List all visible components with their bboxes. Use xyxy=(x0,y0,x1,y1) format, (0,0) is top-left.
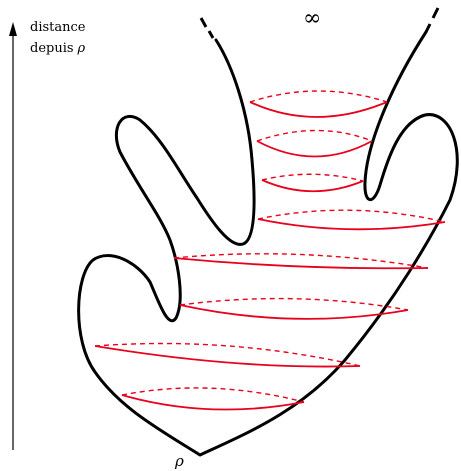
left-stem-continuation xyxy=(199,17,215,39)
level-curve-back-6 xyxy=(179,297,409,311)
level-curve-5 xyxy=(173,257,429,270)
level-curve-back-1 xyxy=(249,90,388,103)
level-curves-solid xyxy=(94,101,446,411)
level-curve-7 xyxy=(94,345,361,368)
level-curve-back-8 xyxy=(121,387,305,403)
level-curve-2 xyxy=(256,140,373,158)
level-curve-back-4 xyxy=(257,209,446,223)
base-point-label: ρ xyxy=(175,452,184,470)
level-curve-4 xyxy=(257,218,446,231)
level-curve-back-2 xyxy=(256,129,373,142)
level-curve-3 xyxy=(261,179,364,193)
axis-arrowhead xyxy=(9,22,17,36)
level-curves-dashed xyxy=(94,90,446,403)
level-curve-back-3 xyxy=(261,173,364,182)
level-curve-back-5 xyxy=(173,253,429,269)
level-curve-6 xyxy=(179,304,409,320)
level-curve-1 xyxy=(249,101,388,118)
level-curve-8 xyxy=(121,394,305,411)
axis-label-line1: distance xyxy=(30,20,86,35)
region-outline xyxy=(77,30,459,457)
axis-label-depuis: depuis xyxy=(30,41,74,56)
infinity-label: ∞ xyxy=(303,6,322,31)
right-stem-continuation xyxy=(424,7,440,33)
axis-label-rho: ρ xyxy=(77,41,86,56)
